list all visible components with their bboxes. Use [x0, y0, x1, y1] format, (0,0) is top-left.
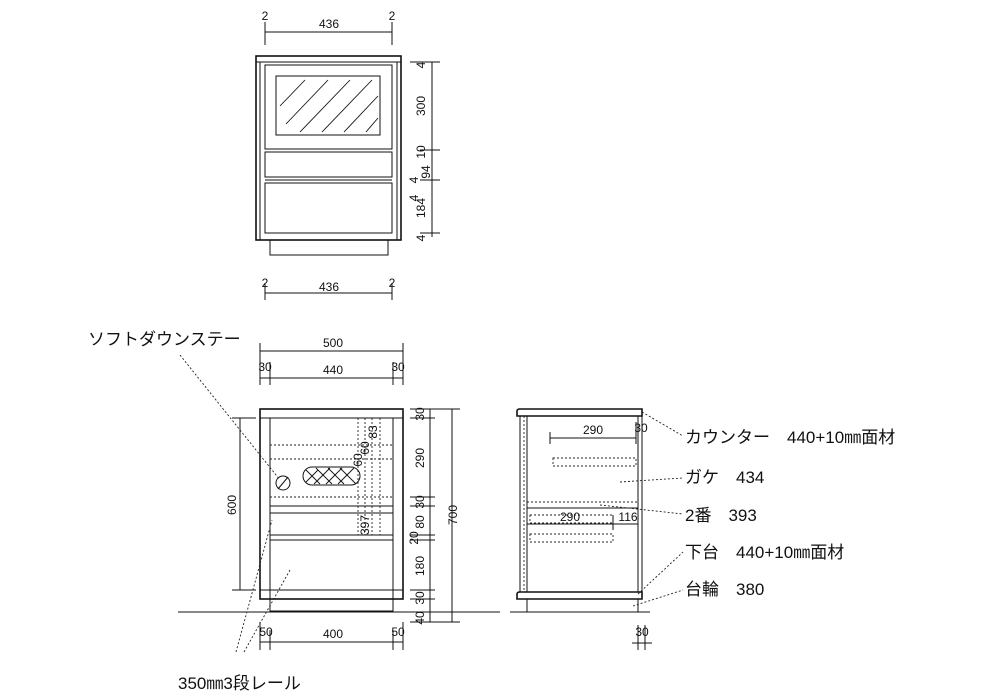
section-view: 500 30 440 30 [178, 336, 500, 653]
section-dim-30-left: 30 [258, 360, 272, 374]
section-right-dim-180: 180 [413, 556, 427, 576]
handle-hatch [302, 466, 361, 486]
section-right-dim-290: 290 [413, 448, 427, 468]
label-gake: ガケ 434 [685, 468, 764, 487]
side-view: 290 30 290 116 30 [510, 408, 684, 650]
front-right-dim-94: 94 [419, 165, 433, 179]
side-dim-30: 30 [634, 421, 648, 435]
section-dim-30-right: 30 [391, 360, 405, 374]
label-lower-base: 下台 440+10㎜面材 [685, 543, 844, 562]
label-rail: 350㎜3段レール [178, 674, 301, 693]
section-inner-dim-60a: 60 [351, 453, 365, 467]
section-right-dim-30b: 30 [413, 495, 427, 509]
section-inner-dim-60b: 60 [358, 441, 372, 455]
label-shelf-2: 2番 393 [685, 506, 757, 525]
front-right-dim-4b: 4 [407, 176, 421, 183]
front-bottom-dim-left: 2 [262, 276, 269, 290]
section-dim-600: 600 [225, 495, 239, 515]
front-right-dim-4d: 4 [414, 234, 428, 241]
section-dim-440: 440 [323, 363, 343, 377]
section-bottom-dim-50-left: 50 [259, 625, 273, 639]
side-dim-290-mid: 290 [560, 510, 580, 524]
front-right-dim-300: 300 [414, 96, 428, 116]
front-elevation: 2 436 2 4 300 10 [255, 9, 440, 300]
front-top-dim-right: 2 [389, 9, 396, 23]
front-right-dim-10: 10 [414, 145, 428, 159]
section-inner-dim-83: 83 [366, 425, 380, 439]
front-bottom-dim-width: 436 [319, 280, 339, 294]
front-top-dim-width: 436 [319, 17, 339, 31]
side-dim-116: 116 [618, 510, 637, 524]
section-right-dim-20: 20 [407, 531, 421, 545]
glass-hatch [279, 79, 379, 133]
section-inner-dim-397: 397 [358, 515, 372, 535]
front-bottom-dim-right: 2 [389, 276, 396, 290]
label-soft-down-stay: ソフトダウンステー [88, 330, 241, 349]
front-top-dim-left: 2 [262, 9, 269, 23]
section-right-dim-80: 80 [413, 515, 427, 529]
section-bottom-dim-50-right: 50 [391, 625, 405, 639]
section-bottom-dim-400: 400 [323, 627, 343, 641]
front-right-dim-4a: 4 [414, 61, 428, 68]
front-right-dim-184: 184 [414, 198, 428, 218]
front-right-dim-4c: 4 [407, 194, 421, 201]
soft-down-stay-symbol [275, 475, 291, 491]
label-plinth: 台輪 380 [685, 580, 764, 599]
section-dim-700: 700 [446, 505, 460, 525]
side-dim-290-top: 290 [583, 423, 603, 437]
section-right-dim-30c: 30 [413, 591, 427, 605]
side-bottom-dim-30: 30 [635, 625, 649, 639]
label-counter: カウンター 440+10㎜面材 [685, 428, 895, 447]
section-right-dim-30a: 30 [413, 407, 427, 421]
section-right-dim-40: 40 [413, 611, 427, 625]
section-dim-500: 500 [323, 336, 343, 350]
